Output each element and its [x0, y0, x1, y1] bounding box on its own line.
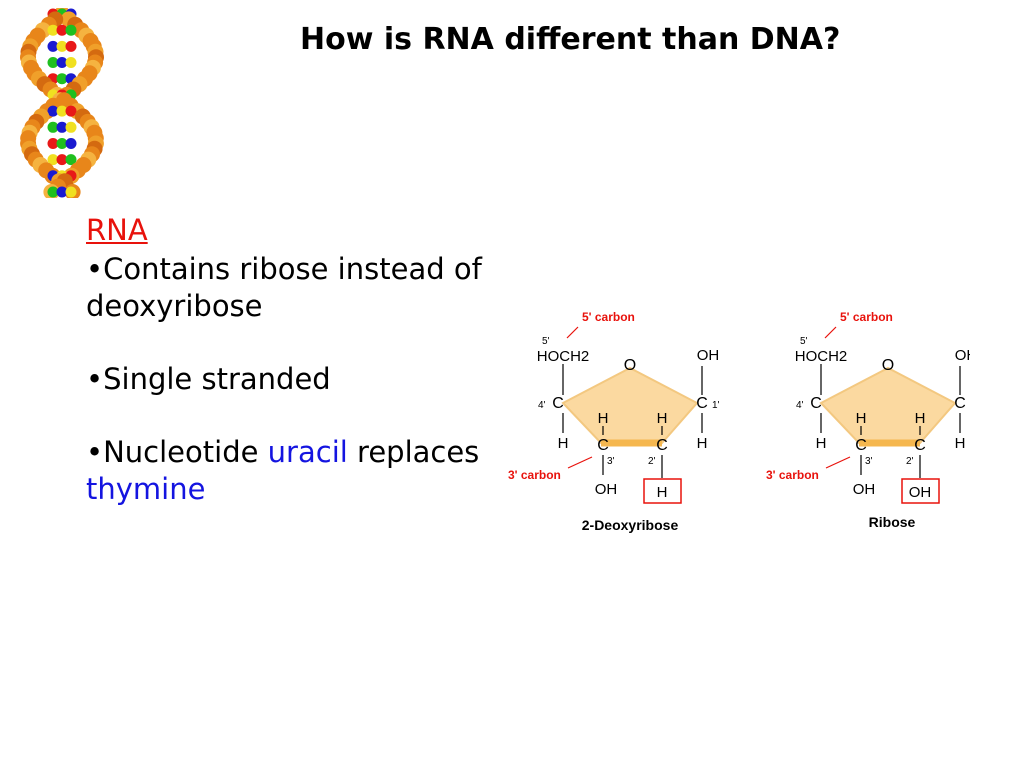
- bullet-single-stranded: •Single stranded: [86, 362, 331, 396]
- dna-base-atom: [56, 186, 68, 198]
- ring-oxygen-label: O: [624, 357, 636, 374]
- sugar-ring: [561, 366, 699, 444]
- c4-hydrogen: H: [816, 435, 827, 452]
- dna-base-atom: [47, 105, 59, 117]
- dna-base-atom: [47, 154, 59, 166]
- c1-atom: C: [954, 395, 966, 412]
- bond-line: [566, 326, 579, 339]
- thymine-term: thymine: [86, 472, 206, 506]
- dna-base-atom: [65, 186, 77, 198]
- c5-group-label: HOCH2: [795, 348, 848, 365]
- sugar-caption: 2-Deoxyribose: [582, 517, 679, 533]
- bond-line: [825, 456, 851, 469]
- c1-number: 1': [712, 400, 720, 411]
- c2-highlight-box: [643, 478, 682, 504]
- c3-number: 3': [865, 456, 873, 467]
- c2-atom: C: [656, 437, 668, 454]
- c2-boxed-group: H: [657, 484, 668, 501]
- dna-base-atom: [47, 186, 59, 198]
- dna-base-atom: [56, 121, 68, 133]
- c2-highlight-box: [901, 478, 940, 504]
- c2-hydrogen: H: [657, 410, 668, 427]
- c2-number: 2': [648, 456, 656, 467]
- dna-base-atom: [56, 138, 68, 149]
- c5-group-label: HOCH2: [537, 348, 590, 365]
- c1-hydrogen: H: [955, 435, 966, 452]
- c1-hydrogen: H: [697, 435, 708, 452]
- dna-base-atom: [56, 73, 68, 85]
- dna-base-atom: [65, 57, 77, 68]
- dna-base-atom: [47, 24, 59, 36]
- carbon5-callout: 5' carbon: [840, 310, 893, 324]
- c2-boxed-group: OH: [909, 484, 932, 501]
- dna-base-atom: [65, 138, 77, 149]
- slide-title: How is RNA different than DNA?: [300, 22, 841, 57]
- c3-hydrogen: H: [856, 410, 867, 427]
- dna-base-atom: [47, 57, 59, 68]
- carbon3-callout: 3' carbon: [766, 468, 819, 482]
- ring-oxygen-label: O: [882, 357, 894, 374]
- dna-model-image: [20, 8, 104, 198]
- c5-number: 5': [542, 336, 550, 347]
- sugar-caption: Ribose: [869, 514, 916, 530]
- dna-base-atom: [47, 121, 59, 133]
- dna-base-atom: [65, 40, 77, 52]
- bullet-uracil: •Nucleotide uracil replaces thymine: [86, 434, 506, 508]
- bond-line: [824, 326, 837, 339]
- uracil-term: uracil: [267, 435, 348, 469]
- dna-base-atom: [65, 105, 77, 117]
- c2-hydrogen: H: [915, 410, 926, 427]
- dna-base-atom: [56, 40, 68, 52]
- content-body: RNA •Contains ribose instead of deoxyrib…: [86, 212, 506, 544]
- c2-number: 2': [906, 456, 914, 467]
- c3-atom: C: [855, 437, 867, 454]
- dna-base-atom: [56, 154, 68, 166]
- dna-base-atom: [65, 24, 77, 36]
- c3-number: 3': [607, 456, 615, 467]
- c3-hydrogen: H: [598, 410, 609, 427]
- c4-hydrogen: H: [558, 435, 569, 452]
- carbon5-callout: 5' carbon: [582, 310, 635, 324]
- carbon3-callout: 3' carbon: [508, 468, 561, 482]
- c3-hydroxyl: OH: [853, 481, 876, 498]
- bullet-ribose: •Contains ribose instead of deoxyribose: [86, 252, 482, 323]
- c4-atom: C: [552, 395, 564, 412]
- c4-number: 4': [538, 400, 546, 411]
- dna-base-atom: [65, 121, 77, 133]
- sugar-ring: [819, 366, 957, 444]
- c3-hydroxyl: OH: [595, 481, 618, 498]
- dna-base-atom: [65, 154, 77, 166]
- dna-base-atom: [56, 24, 68, 36]
- bond-line: [567, 456, 593, 469]
- dna-base-atom: [47, 40, 59, 52]
- c4-atom: C: [810, 395, 822, 412]
- dna-base-atom: [56, 105, 68, 117]
- c5-number: 5': [800, 336, 808, 347]
- c3-atom: C: [597, 437, 609, 454]
- c1-atom: C: [696, 395, 708, 412]
- c2-atom: C: [914, 437, 926, 454]
- c1-substituent-label: OH: [955, 347, 970, 364]
- dna-base-atom: [47, 138, 59, 149]
- bullet-uracil-prefix: •Nucleotide: [86, 435, 268, 469]
- rna-heading: RNA: [86, 213, 148, 247]
- bullet-uracil-middle: replaces: [347, 435, 480, 469]
- dna-base-atom: [56, 57, 68, 68]
- c1-substituent-label: OH: [697, 347, 720, 364]
- c4-number: 4': [796, 400, 804, 411]
